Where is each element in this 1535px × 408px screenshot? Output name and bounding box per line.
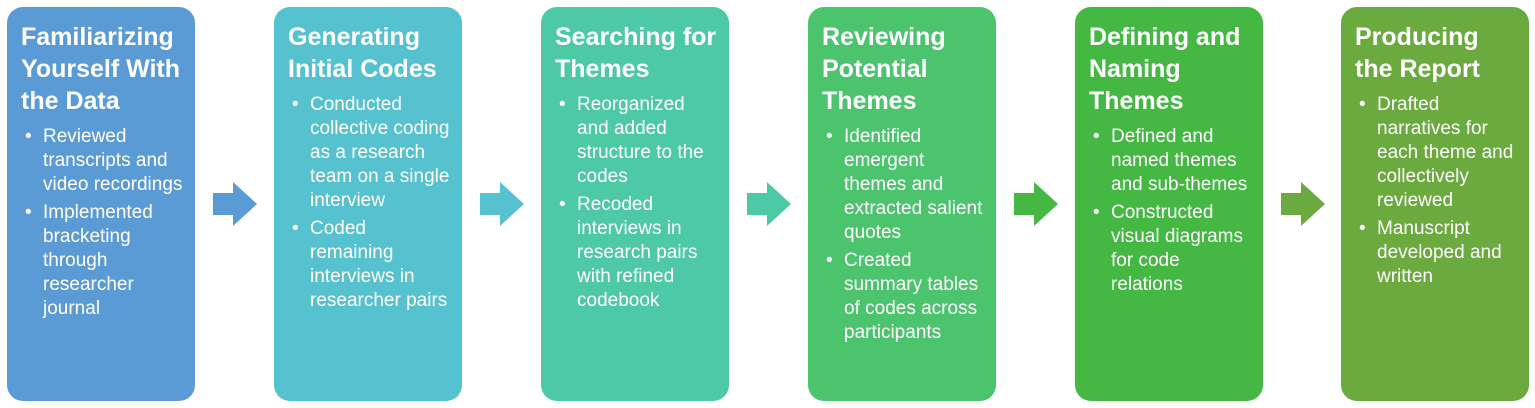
list-item: • Manuscript developed and written bbox=[1355, 217, 1517, 289]
bullet-icon: • bbox=[826, 250, 833, 271]
list-item: • Conducted collective coding as a resear… bbox=[288, 93, 450, 213]
bullet-icon: • bbox=[1359, 218, 1366, 239]
stage-title: Generating Initial Codes bbox=[288, 23, 437, 83]
stage-list: • Reviewed transcripts and video recordin… bbox=[21, 125, 183, 321]
stage-list: • Identified emergent themes and extracte… bbox=[822, 125, 984, 345]
item-text: Constructed visual diagrams for code rel… bbox=[1111, 202, 1243, 295]
stage-defining-themes: Defining and Naming Themes • Defined and … bbox=[1075, 7, 1263, 401]
item-text: Reviewed transcripts and video recording… bbox=[43, 126, 183, 195]
bullet-icon: • bbox=[292, 218, 299, 239]
stage-title: Reviewing Potential Themes bbox=[822, 23, 946, 115]
stage-list: • Drafted narratives for each theme and c… bbox=[1355, 93, 1517, 289]
list-item: • Constructed visual diagrams for code re… bbox=[1089, 201, 1251, 297]
list-item: • Reorganized and added structure to the … bbox=[555, 93, 717, 189]
bullet-icon: • bbox=[25, 202, 32, 223]
bullet-icon: • bbox=[1093, 202, 1100, 223]
list-item: • Reviewed transcripts and video recordin… bbox=[21, 125, 183, 197]
arrow-right-icon bbox=[747, 182, 791, 226]
stage-reviewing-themes: Reviewing Potential Themes • Identified e… bbox=[808, 7, 996, 401]
item-text: Recoded interviews in research pairs wit… bbox=[577, 194, 698, 311]
item-text: Conducted collective coding as a researc… bbox=[310, 94, 450, 211]
item-text: Defined and named themes and sub-themes bbox=[1111, 126, 1248, 195]
stage-list: • Conducted collective coding as a resear… bbox=[288, 93, 450, 313]
item-text: Manuscript developed and written bbox=[1377, 218, 1502, 287]
bullet-icon: • bbox=[826, 126, 833, 147]
stage-title: Defining and Naming Themes bbox=[1089, 23, 1241, 115]
bullet-icon: • bbox=[559, 94, 566, 115]
item-text: Reorganized and added structure to the c… bbox=[577, 94, 704, 187]
stage-title: Producing the Report bbox=[1355, 23, 1480, 83]
arrow-shape bbox=[1014, 182, 1058, 226]
bullet-icon: • bbox=[559, 194, 566, 215]
item-text: Created summary tables of codes across p… bbox=[844, 250, 979, 343]
list-item: • Implemented bracketing through research… bbox=[21, 201, 183, 321]
item-text: Drafted narratives for each theme and co… bbox=[1377, 94, 1514, 211]
item-text: Identified emergent themes and extracted… bbox=[844, 126, 983, 243]
arrow-right-icon bbox=[213, 182, 257, 226]
stage-list: • Reorganized and added structure to the … bbox=[555, 93, 717, 313]
item-text: Coded remaining interviews in researcher… bbox=[310, 218, 448, 311]
bullet-icon: • bbox=[1359, 94, 1366, 115]
stage-searching-themes: Searching for Themes • Reorganized and ad… bbox=[541, 7, 729, 401]
stage-producing-report: Producing the Report • Drafted narratives… bbox=[1341, 7, 1529, 401]
list-item: • Drafted narratives for each theme and c… bbox=[1355, 93, 1517, 213]
stage-title: Familiarizing Yourself With the Data bbox=[21, 23, 181, 115]
stage-familiarizing: Familiarizing Yourself With the Data • Re… bbox=[7, 7, 195, 401]
item-text: Implemented bracketing through researche… bbox=[43, 202, 153, 319]
list-item: • Defined and named themes and sub-themes bbox=[1089, 125, 1251, 197]
arrow-shape bbox=[213, 182, 257, 226]
bullet-icon: • bbox=[292, 94, 299, 115]
stage-generating-codes: Generating Initial Codes • Conducted coll… bbox=[274, 7, 462, 401]
stage-title: Searching for Themes bbox=[555, 23, 717, 83]
bullet-icon: • bbox=[1093, 126, 1100, 147]
stage-list: • Defined and named themes and sub-themes… bbox=[1089, 125, 1251, 297]
arrow-right-icon bbox=[1281, 182, 1325, 226]
bullet-icon: • bbox=[25, 126, 32, 147]
list-item: • Coded remaining interviews in researche… bbox=[288, 217, 450, 313]
arrow-shape bbox=[1281, 182, 1325, 226]
list-item: • Created summary tables of codes across … bbox=[822, 249, 984, 345]
list-item: • Identified emergent themes and extracte… bbox=[822, 125, 984, 245]
arrow-shape bbox=[480, 182, 524, 226]
arrow-right-icon bbox=[480, 182, 524, 226]
arrow-shape bbox=[747, 182, 791, 226]
list-item: • Recoded interviews in research pairs wi… bbox=[555, 193, 717, 313]
arrow-right-icon bbox=[1014, 182, 1058, 226]
